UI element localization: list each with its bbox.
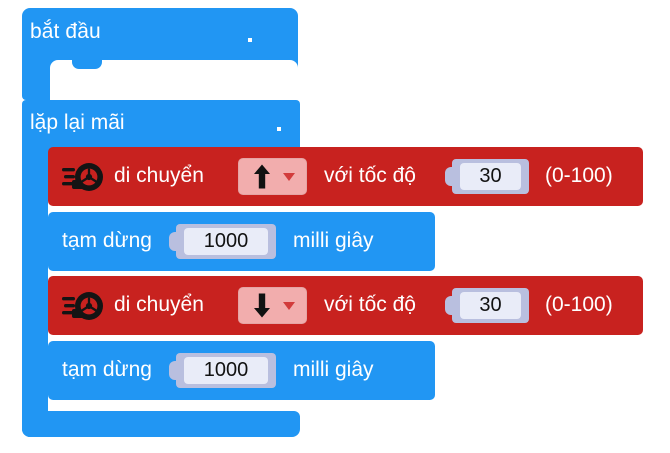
notch-bump-icon	[70, 147, 100, 156]
start-block[interactable]: bắt đầu	[22, 8, 298, 100]
speed-range-hint-2: (0-100)	[545, 293, 613, 316]
chevron-down-icon	[283, 173, 295, 181]
start-block-trailing-dot	[248, 38, 252, 42]
slot-nub-icon	[169, 232, 179, 251]
pause-input-slot-2[interactable]: 1000	[169, 353, 276, 388]
direction-dropdown-2[interactable]	[238, 287, 307, 324]
pause-unit-label-2: milli giây	[293, 358, 374, 381]
speed-input-slot-2[interactable]: 30	[445, 288, 529, 323]
speed-input-1[interactable]: 30	[460, 163, 521, 190]
speed-input-slot-1[interactable]: 30	[445, 159, 529, 194]
pause-input-slot-1[interactable]: 1000	[169, 224, 276, 259]
motor-move-label-1: di chuyển	[114, 164, 204, 187]
forever-loop-label: lặp lại mãi	[30, 111, 125, 134]
pause-duration-input-1[interactable]: 1000	[184, 228, 268, 255]
start-block-label: bắt đầu	[30, 20, 101, 43]
slot-nub-icon	[445, 296, 455, 315]
wheel-icon	[62, 161, 106, 193]
motor-move-block-2[interactable]: di chuyển với tốc độ 30 (0-100)	[48, 276, 643, 335]
notch-bump-icon	[48, 411, 78, 420]
speed-input-2[interactable]: 30	[460, 292, 521, 319]
motor-move-label-2: di chuyển	[114, 293, 204, 316]
speed-range-hint-1: (0-100)	[545, 164, 613, 187]
direction-dropdown-1[interactable]	[238, 158, 307, 195]
pause-block-1[interactable]: tạm dừng 1000 milli giây	[48, 212, 435, 271]
slot-nub-icon	[445, 167, 455, 186]
wheel-icon	[62, 290, 106, 322]
speed-label-2: với tốc độ	[324, 293, 416, 316]
notch-bump-icon	[70, 212, 100, 221]
pause-label-2: tạm dừng	[62, 358, 152, 381]
start-block-mouth	[50, 60, 298, 100]
notch-bump-icon	[72, 60, 102, 69]
pause-label-1: tạm dừng	[62, 229, 152, 252]
arrow-down-icon	[251, 292, 273, 319]
pause-block-2[interactable]: tạm dừng 1000 milli giây	[48, 341, 435, 400]
chevron-down-icon	[283, 302, 295, 310]
motor-move-block-1[interactable]: di chuyển với tốc độ 30 (0-100)	[48, 147, 643, 206]
notch-bump-icon	[70, 276, 100, 285]
arrow-up-icon	[251, 163, 273, 190]
speed-label-1: với tốc độ	[324, 164, 416, 187]
slot-nub-icon	[169, 361, 179, 380]
pause-duration-input-2[interactable]: 1000	[184, 357, 268, 384]
forever-loop-trailing-dot	[277, 127, 281, 131]
pause-unit-label-1: milli giây	[293, 229, 374, 252]
notch-bump-icon	[70, 341, 100, 350]
forever-loop-bottom-bar	[22, 411, 300, 437]
